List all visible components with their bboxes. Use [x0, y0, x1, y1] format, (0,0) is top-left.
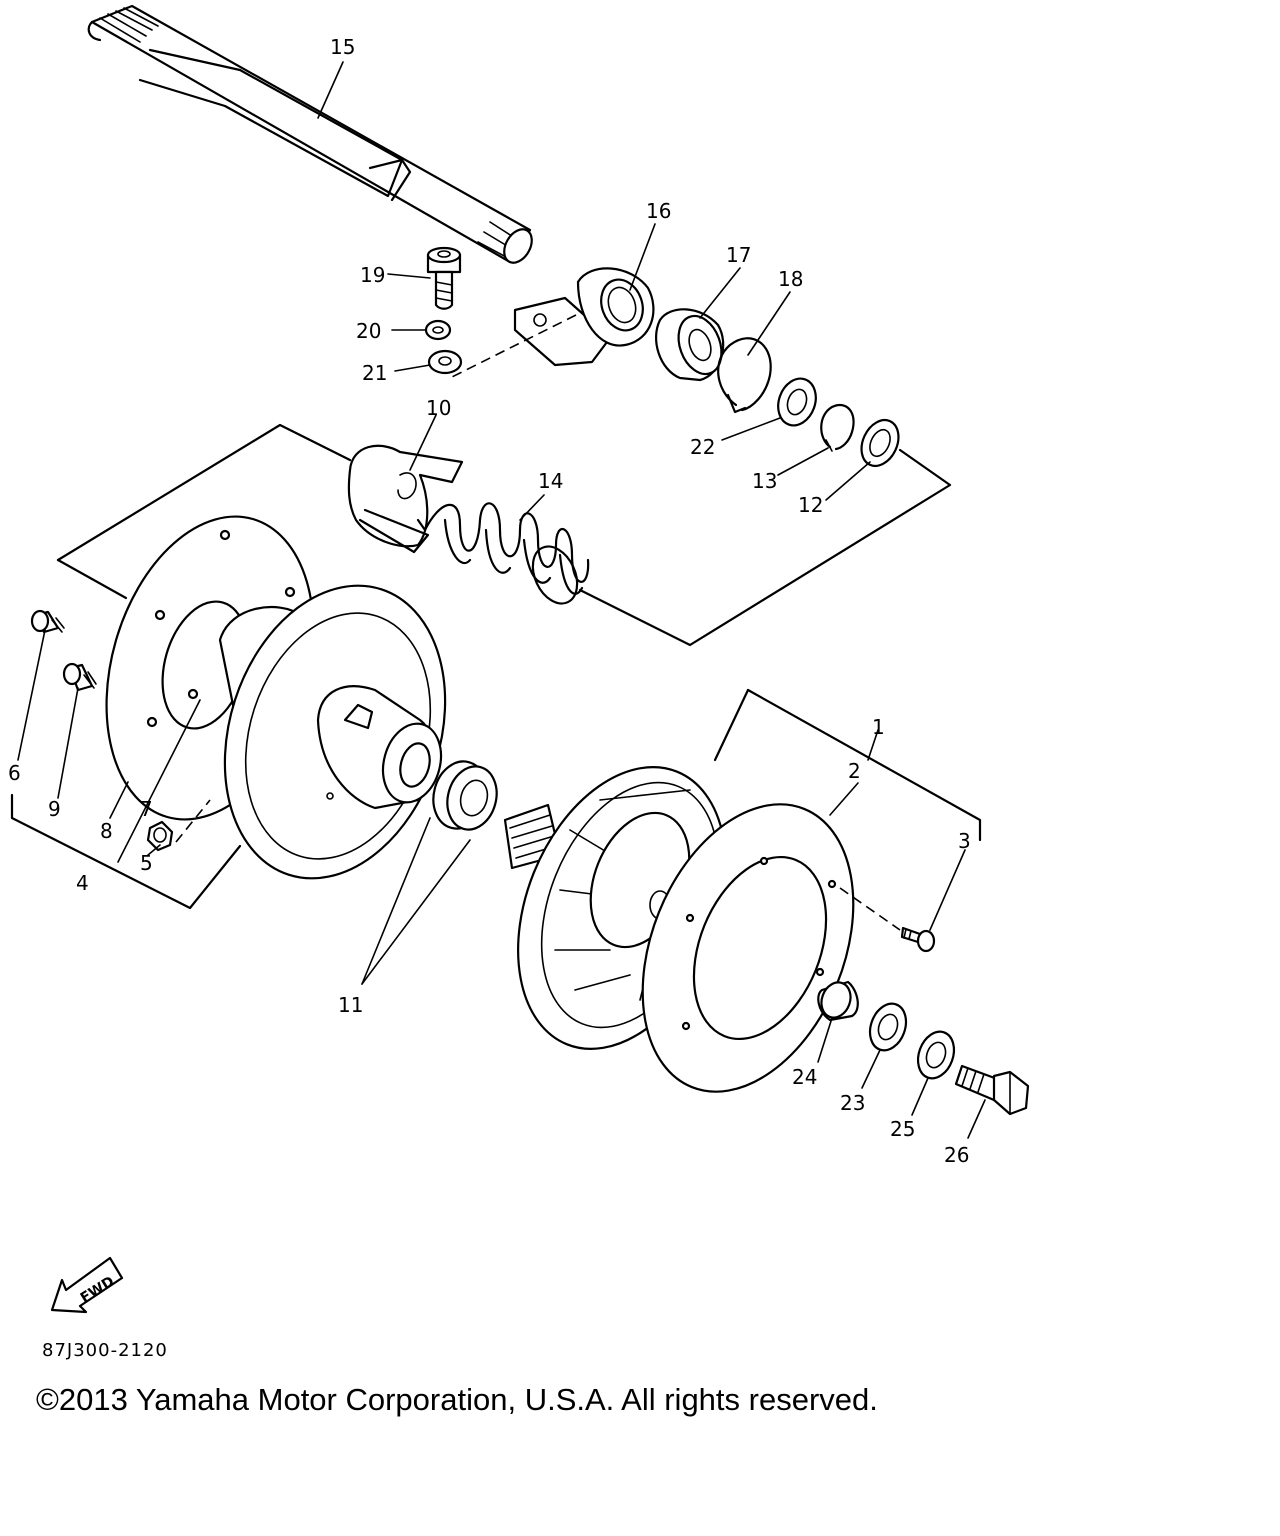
- callout-6: 6: [8, 761, 21, 785]
- callout-14: 14: [538, 469, 563, 493]
- callout-10: 10: [426, 396, 451, 420]
- callout-18: 18: [778, 267, 803, 291]
- fwd-arrow-icon: FWD: [50, 1256, 124, 1314]
- spring-14: [416, 502, 590, 605]
- callout-26: 26: [944, 1143, 969, 1167]
- circlip-18: [717, 337, 772, 414]
- callout-8: 8: [100, 819, 113, 843]
- plate-2: [641, 803, 855, 1093]
- shaft-15: [87, 4, 533, 264]
- washer-23: [868, 1002, 908, 1052]
- washer-21: [427, 349, 463, 375]
- bushing-11: [432, 760, 498, 831]
- callout-23: 23: [840, 1091, 865, 1115]
- leader-lines: [17, 61, 986, 1139]
- collar-24: [817, 980, 859, 1022]
- callout-13: 13: [752, 469, 777, 493]
- diagram-code: 87J300-2120: [42, 1340, 168, 1361]
- cam-10: [347, 444, 464, 554]
- secondary-sheave-4: [105, 515, 447, 880]
- lock-washer-20: [424, 319, 452, 341]
- bolt-6: [30, 609, 65, 634]
- callout-25: 25: [890, 1117, 915, 1141]
- washer-12: [860, 418, 900, 468]
- washer-25: [916, 1030, 956, 1080]
- callout-1: 1: [872, 715, 885, 739]
- bolt-26: [954, 1064, 1030, 1116]
- callout-21: 21: [362, 361, 387, 385]
- callout-19: 19: [360, 263, 385, 287]
- callout-labels: 15 16 17 18 19 20 21 10 14 22 13 12 1 2 …: [8, 35, 971, 1167]
- callout-12: 12: [798, 493, 823, 517]
- callout-2: 2: [848, 759, 861, 783]
- washer-22: [777, 377, 817, 427]
- screw-3: [900, 926, 936, 953]
- callout-11: 11: [338, 993, 363, 1017]
- callout-20: 20: [356, 319, 381, 343]
- group-outlines: [10, 314, 982, 931]
- callout-5: 5: [140, 851, 153, 875]
- callout-4: 4: [76, 871, 89, 895]
- callout-9: 9: [48, 797, 61, 821]
- circlip-13: [820, 404, 855, 452]
- bolt-19: [426, 246, 462, 310]
- callout-16: 16: [646, 199, 671, 223]
- callout-3: 3: [958, 829, 971, 853]
- bearing-17: [655, 308, 725, 382]
- callout-7: 7: [140, 797, 153, 821]
- callout-22: 22: [690, 435, 715, 459]
- bolt-9: [62, 662, 97, 692]
- callout-15: 15: [330, 35, 355, 59]
- nut-5: [146, 820, 174, 852]
- callout-24: 24: [792, 1065, 817, 1089]
- copyright-notice: ©2013 Yamaha Motor Corporation, U.S.A. A…: [36, 1382, 878, 1417]
- bearing-housing-16: [513, 267, 655, 367]
- callout-17: 17: [726, 243, 751, 267]
